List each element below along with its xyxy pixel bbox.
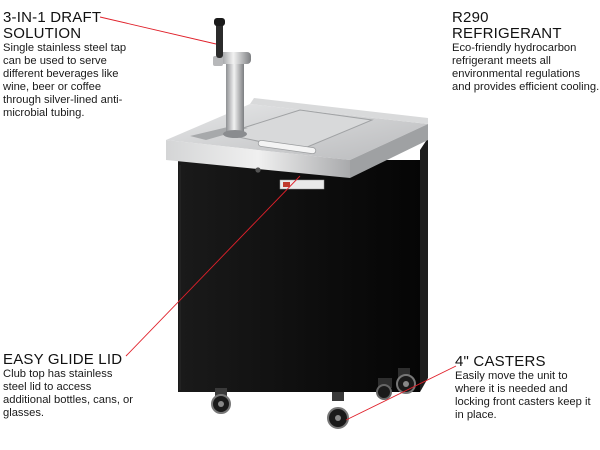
cabinet-side bbox=[420, 138, 428, 392]
callout-title: EASY GLIDE LID bbox=[3, 351, 123, 368]
brand-badge bbox=[279, 179, 325, 190]
lid-handle bbox=[257, 139, 317, 155]
callout-title: 3-IN-1 DRAFT SOLUTION bbox=[3, 9, 101, 42]
tap-tower bbox=[226, 56, 244, 134]
callout-body: Easily move the unit to where it is need… bbox=[455, 370, 591, 421]
countertop-front-edge bbox=[166, 140, 350, 178]
callout-title: 4" CASTERS bbox=[455, 353, 546, 370]
caster-wheel-icon bbox=[211, 388, 231, 414]
callout-casters: 4" CASTERS Easily move the unit to where… bbox=[455, 354, 597, 422]
callout-body: Single stainless steel tap can be used t… bbox=[3, 42, 127, 119]
callout-body: Club top has stainless steel lid to acce… bbox=[3, 368, 133, 419]
lock-icon bbox=[255, 167, 261, 173]
cabinet-front bbox=[178, 160, 420, 392]
callout-refrigerant: R290 REFRIGERANT Eco-friendly hydrocarbo… bbox=[452, 10, 600, 94]
casters-leader-line bbox=[345, 365, 457, 421]
callout-body: Eco-friendly hydrocarbon refrigerant mee… bbox=[452, 42, 600, 93]
callout-draft-solution: 3-IN-1 DRAFT SOLUTION Single stainless s… bbox=[3, 10, 131, 120]
backsplash bbox=[250, 98, 428, 124]
callout-title: R290 REFRIGERANT bbox=[452, 9, 562, 42]
tap-handle bbox=[216, 20, 223, 58]
draft-leader-line bbox=[99, 16, 217, 45]
callout-glide-lid: EASY GLIDE LID Club top has stainless st… bbox=[3, 352, 133, 420]
lid-leader-line bbox=[125, 175, 301, 357]
